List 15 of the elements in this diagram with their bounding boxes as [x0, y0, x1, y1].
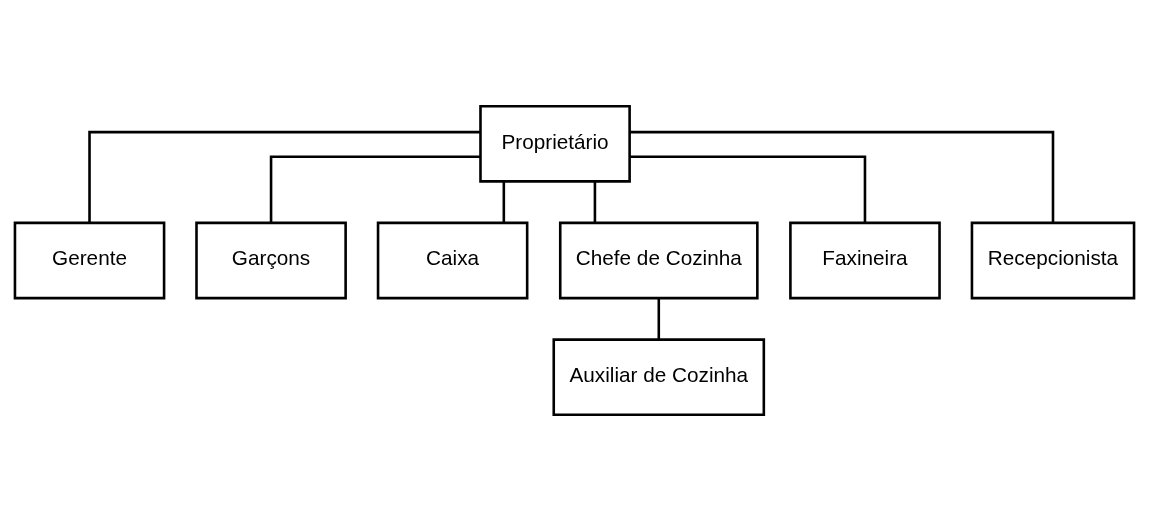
connector	[630, 130, 1055, 223]
node-box: Garçons	[195, 221, 347, 299]
node-box: Recepcionista	[970, 221, 1136, 299]
node-box: Proprietário	[479, 104, 631, 183]
connector	[88, 130, 481, 223]
connector	[269, 154, 481, 222]
node-box: Gerente	[13, 221, 166, 299]
node-box: Faxineira	[789, 221, 941, 299]
connector	[629, 154, 867, 222]
node-box: Chefe de Cozinha	[558, 221, 759, 299]
connector	[502, 181, 506, 223]
node-box: Auxiliar de Cozinha	[552, 337, 766, 416]
connector	[657, 298, 661, 339]
node-box: Caixa	[376, 221, 529, 299]
connector	[593, 181, 597, 223]
